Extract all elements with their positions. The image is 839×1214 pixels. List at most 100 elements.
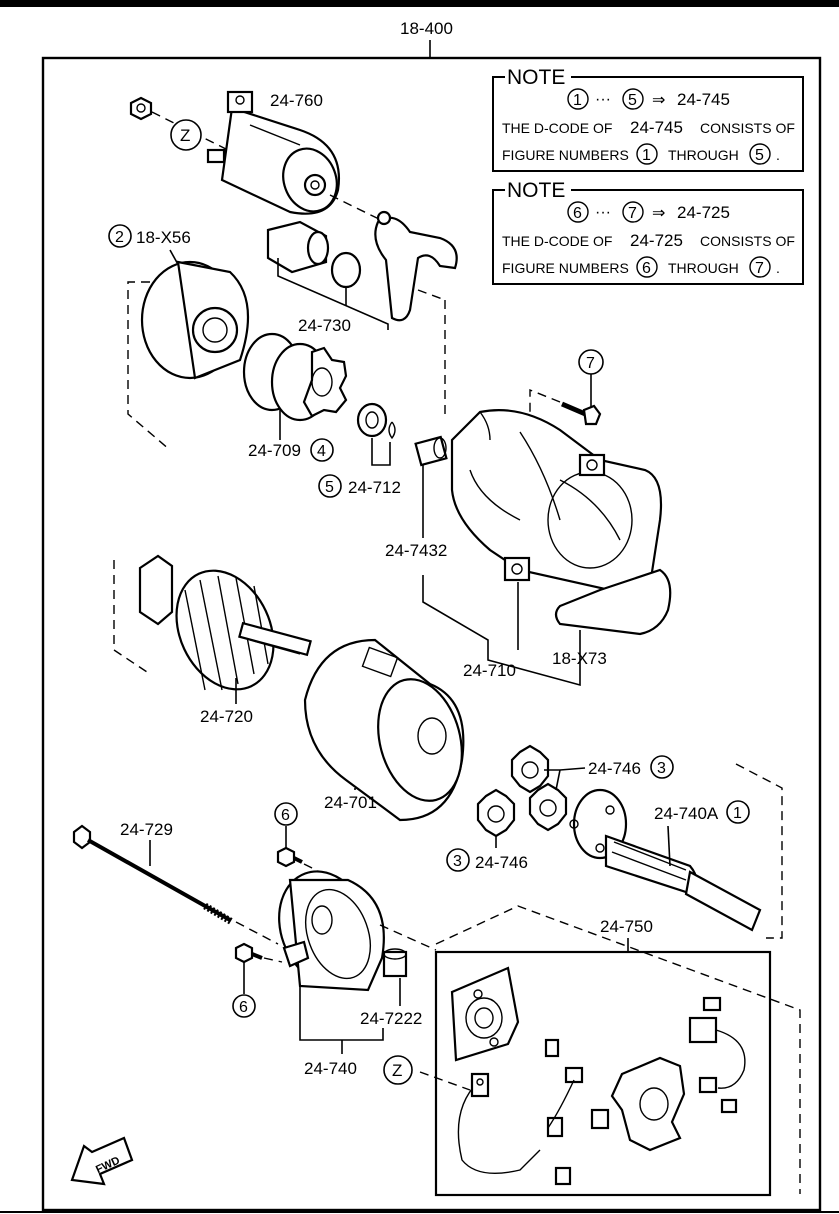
armature-label: 24-720: [200, 707, 253, 726]
gear-upper-num-circle: [650, 755, 674, 779]
clutch-label: 24-709: [248, 441, 301, 460]
gear-middle-part: [528, 782, 568, 832]
screw-upper-num-circle: [274, 802, 298, 826]
bush-label: 24-7432: [385, 541, 447, 560]
note-1-line2-prefix: FIGURE NUMBERS: [502, 147, 629, 163]
screw-upper-num: 6: [281, 807, 290, 824]
note-1-period: .: [776, 147, 780, 163]
front-housing-num-circle: [108, 224, 132, 248]
bush-part: [414, 435, 448, 467]
shaft-num-circle: [726, 800, 750, 824]
ref-z-bottom-circle: [383, 1055, 413, 1085]
end-cover-axis: [379, 924, 437, 951]
top-rule: [0, 0, 839, 7]
gear-upper-leader: [544, 767, 586, 771]
note-1-target-code: 24-745: [677, 90, 730, 109]
gear-upper-label: 24-746: [588, 759, 641, 778]
through-bolt-part: [72, 824, 234, 926]
clutch-part: [242, 332, 348, 422]
end-cover-part: [278, 870, 385, 992]
yoke-part: [303, 638, 465, 822]
brush-plate-part: [450, 966, 520, 1062]
stop-ring-leader: [371, 438, 391, 466]
clutch-num: 4: [317, 443, 326, 460]
armature-part: [138, 554, 312, 691]
end-cover-label: 24-740: [304, 1059, 357, 1078]
brush-holder-dash-top: [435, 905, 801, 1194]
note-2-ellipsis: ···: [595, 204, 611, 221]
ref-z-top-label: Z: [180, 126, 190, 145]
brush-holder-axis: [419, 1071, 471, 1091]
note-1-range-end: 5: [628, 92, 637, 109]
note-2-target-code: 24-725: [677, 203, 730, 222]
note-1-line2-start: 1: [642, 147, 651, 164]
gear-lower-num: 3: [453, 853, 462, 870]
through-bolt-axis: [235, 921, 279, 945]
note-2-title: NOTE: [507, 179, 565, 202]
gear-lower-part: [476, 788, 516, 838]
note-2-line1-prefix: THE D-CODE OF: [502, 233, 612, 249]
housing-label: 24-710: [463, 661, 516, 680]
lever-kit-part: [266, 210, 458, 322]
front-housing-part: [140, 260, 250, 380]
shaft-part: [569, 788, 762, 932]
front-housing-bracket: [127, 281, 171, 451]
ref-z-bottom-label: Z: [392, 1061, 402, 1080]
screw-lower-num: 6: [239, 999, 248, 1016]
shaft-label: 24-740A: [654, 804, 719, 823]
lever-axis: [417, 289, 446, 301]
note-2-arrow: ⇒: [652, 205, 665, 222]
bolt-num: 7: [586, 355, 595, 372]
armature-bracket: [113, 560, 151, 675]
stop-ring-part: [356, 402, 396, 440]
note-2-range-start: 6: [573, 205, 582, 222]
note-1-line1-code: 24-745: [630, 118, 683, 137]
note-2-line2-through: THROUGH: [668, 260, 739, 276]
note-2-period: .: [776, 260, 780, 276]
note-2-line1-suffix: CONSISTS OF: [700, 233, 795, 249]
through-bolt-label: 24-729: [120, 820, 173, 839]
note-box-2: NOTE 6 ··· 7 ⇒ 24-725 THE D-CODE OF 24-7…: [492, 179, 804, 285]
note-1-range-start: 1: [573, 92, 582, 109]
note-2-line2-prefix: FIGURE NUMBERS: [502, 260, 629, 276]
brush-holder-part: [544, 996, 746, 1186]
clutch-num-circle: [310, 438, 334, 462]
shaft-bracket: [735, 763, 783, 939]
lever-kit-leader: [277, 258, 389, 330]
note-2-range-end: 7: [628, 205, 637, 222]
solenoid-axis: [329, 194, 386, 223]
note-box-1: NOTE 1 ··· 5 ⇒ 24-745 THE D-CODE OF 24-7…: [492, 66, 804, 172]
brush-lead-part: [457, 1072, 541, 1175]
ref-z-top-circle: [170, 119, 202, 151]
yoke-label: 24-701: [324, 793, 377, 812]
note-2-line2-start: 6: [642, 260, 651, 277]
housing-bracket: [487, 630, 581, 687]
bolt-part: [561, 401, 602, 426]
note-1-line2-through: THROUGH: [668, 147, 739, 163]
diagram-frame: [41, 56, 822, 1212]
end-cover-bush-label: 24-7222: [360, 1009, 422, 1028]
screw-lower-axis: [263, 957, 283, 963]
front-housing-num: 2: [115, 229, 124, 246]
note-1-line1-suffix: CONSISTS OF: [700, 120, 795, 136]
nut-part: [129, 96, 153, 121]
group-code-label: 18-400: [400, 19, 453, 38]
gear-upper-leader-2: [555, 769, 561, 791]
note-2-line1-code: 24-725: [630, 231, 683, 250]
gear-upper-part: [510, 744, 550, 794]
end-cover-bush-part: [382, 948, 408, 978]
screw-upper-axis: [303, 863, 321, 873]
note-1-ellipsis: ···: [595, 91, 611, 108]
screw-lower-num-circle: [232, 994, 256, 1018]
housing-leader: [422, 575, 489, 650]
screw-upper-part: [276, 846, 303, 868]
gasket-part: [554, 568, 672, 636]
housing-part: [450, 409, 663, 596]
shaft-leader: [667, 825, 671, 867]
solenoid-label: 24-760: [270, 91, 323, 110]
front-housing-label: 18-X56: [136, 228, 191, 247]
note-1-arrow: ⇒: [652, 92, 665, 109]
stop-ring-num-circle: [318, 474, 342, 498]
lever-kit-label: 24-730: [298, 316, 351, 335]
